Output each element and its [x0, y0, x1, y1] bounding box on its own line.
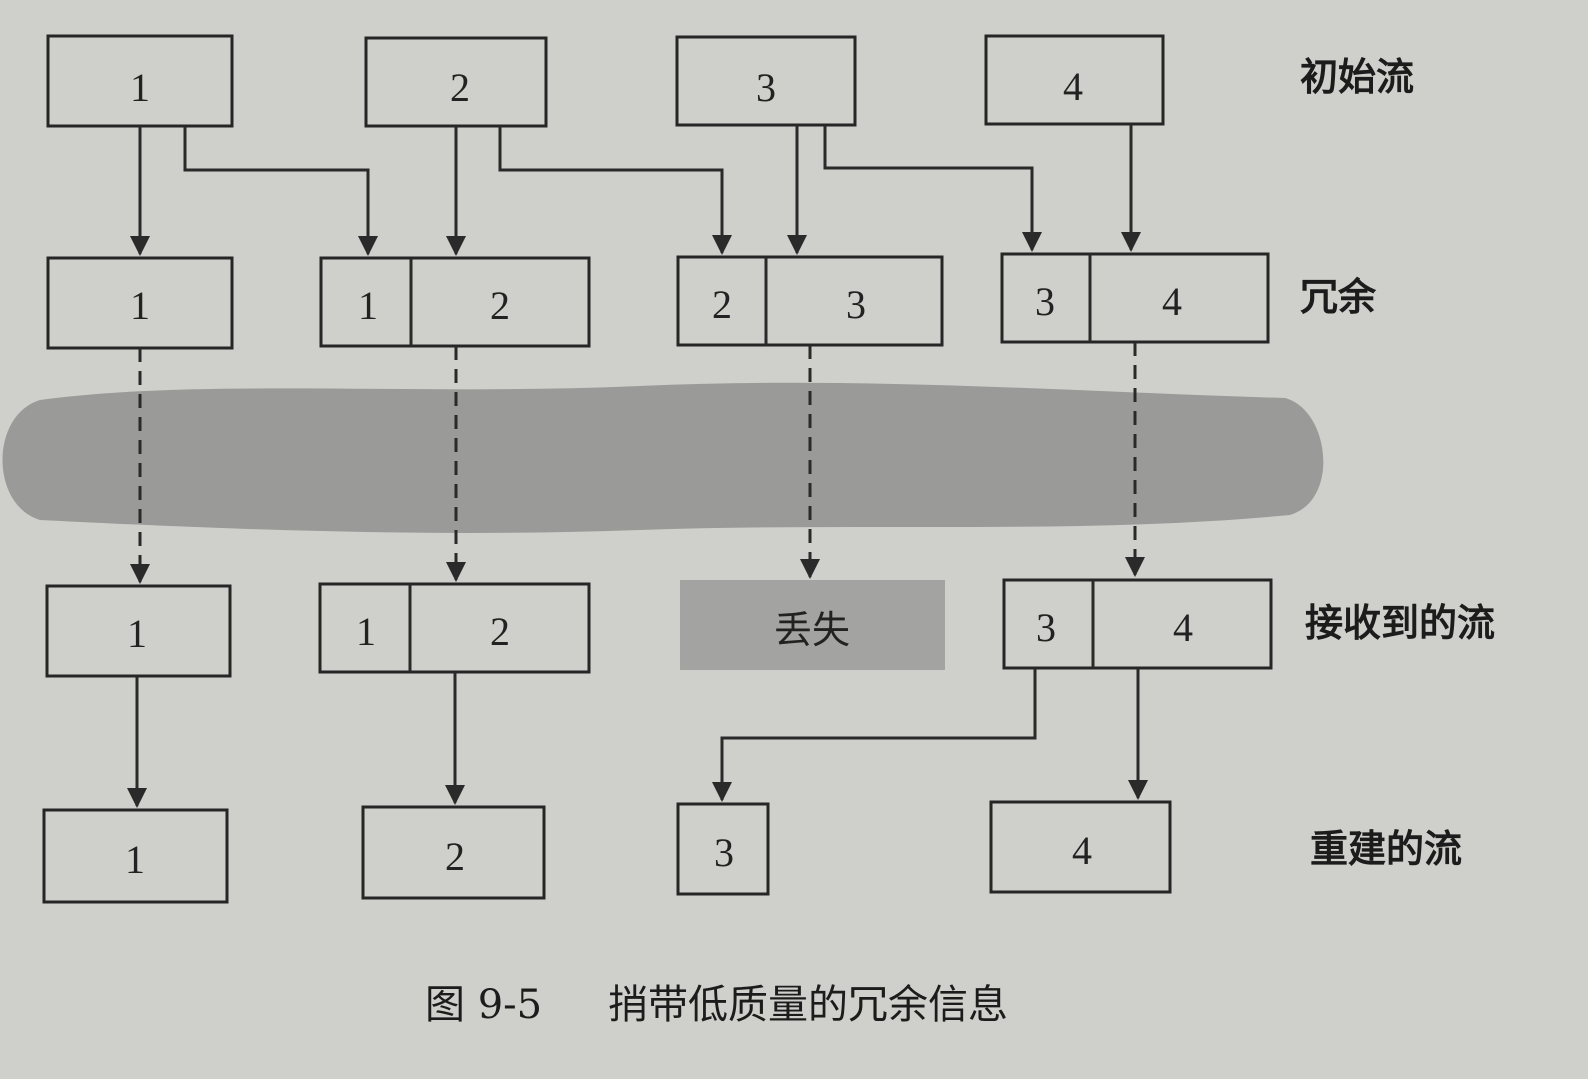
- arrow-1-to-2-low: [183, 126, 378, 256]
- rebuilt-packet-3-label: 3: [714, 830, 734, 875]
- rebuilt-packet-4-label: 4: [1072, 828, 1092, 873]
- row-label-rebuilt: 重建的流: [1310, 827, 1462, 871]
- row-label-initial: 初始流: [1300, 55, 1414, 99]
- arrow-3-to-4-low: [823, 125, 1042, 252]
- initial-packet-4: [984, 34, 1165, 126]
- redundant-packet-3-high-label: 3: [846, 282, 866, 327]
- network-loss-band: [2, 382, 1324, 533]
- rebuilt-packet-3: [676, 802, 770, 896]
- received-packet-2-low-label: 1: [356, 609, 376, 654]
- initial-packet-2-label: 2: [450, 65, 470, 110]
- redundant-packet-3-low-label: 2: [712, 282, 732, 327]
- initial-stream-row: 1 2 3 4: [46, 34, 1165, 128]
- rebuilt-packet-2: [361, 805, 546, 900]
- rebuilt-packet-1: [42, 808, 229, 904]
- lost-packet-box: [680, 580, 945, 670]
- encode-arrows: [130, 124, 1141, 256]
- arrow-2-to-3-low: [498, 126, 732, 255]
- redundant-packet-4-low-label: 3: [1035, 279, 1055, 324]
- lost-packet-label: 丢失: [774, 608, 850, 652]
- redundant-packet-1-label: 1: [130, 283, 150, 328]
- figure-title: 捎带低质量的冗余信息: [608, 982, 1008, 1028]
- figure-number: 图 9-5: [425, 982, 542, 1028]
- redundant-packet-4-high-label: 4: [1162, 279, 1182, 324]
- redundant-packet-2-high-label: 2: [490, 283, 510, 328]
- received-stream-row: 1 1 2 丢失 3 4: [45, 578, 1273, 678]
- rebuild-arrow-3-from-redundant: [712, 668, 1037, 802]
- received-packet-4-low-label: 3: [1036, 605, 1056, 650]
- initial-packet-3-label: 3: [756, 65, 776, 110]
- received-packet-1-label: 1: [127, 611, 147, 656]
- redundant-stream-row: 1 1 2 2 3 3 4: [46, 252, 1270, 350]
- redundant-packet-2-low-label: 1: [358, 283, 378, 328]
- received-packet-2-high-label: 2: [490, 609, 510, 654]
- transmission-arrows: [130, 342, 1145, 584]
- initial-packet-3: [675, 35, 857, 127]
- row-label-redundant: 冗余: [1300, 275, 1377, 319]
- received-packet-4-high-label: 4: [1173, 605, 1193, 650]
- rebuilt-packet-4: [989, 800, 1172, 894]
- initial-packet-4-label: 4: [1063, 64, 1083, 109]
- rebuilt-stream-row: 1 2 3 4: [42, 800, 1172, 904]
- initial-packet-1-label: 1: [130, 65, 150, 110]
- rebuild-arrows: [127, 668, 1148, 808]
- rebuilt-packet-2-label: 2: [445, 834, 465, 879]
- row-label-received: 接收到的流: [1305, 601, 1495, 645]
- rebuilt-packet-1-label: 1: [125, 837, 145, 882]
